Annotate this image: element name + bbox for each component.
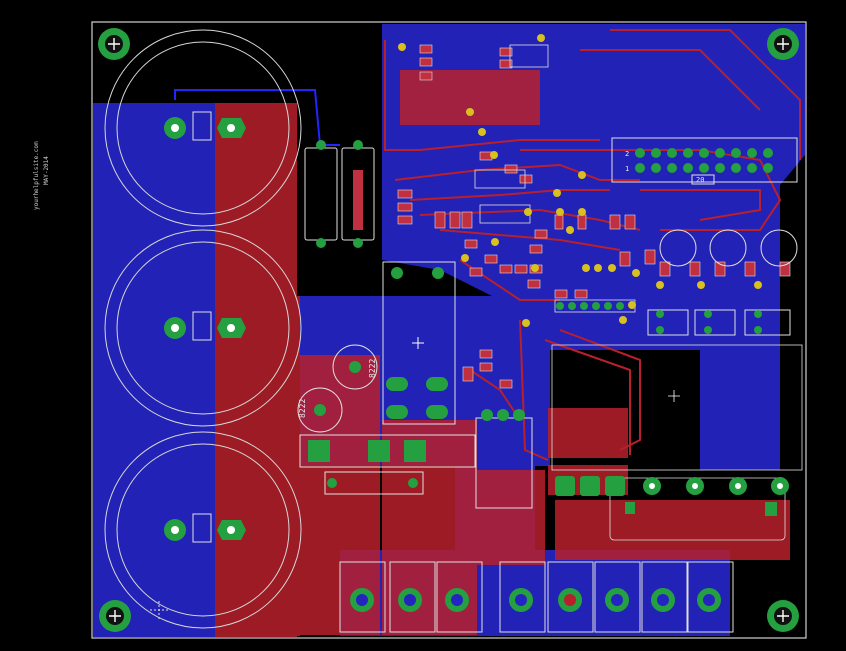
vias <box>398 34 762 327</box>
mounting-hole-bottom-right <box>767 600 799 632</box>
svg-text:yourhelpfulsite.com: yourhelpfulsite.com <box>33 141 40 210</box>
board-credit-text: yourhelpfulsite.com MAY-2014 <box>33 141 50 210</box>
bulk-capacitors <box>104 29 302 629</box>
svg-text:8222: 8222 <box>298 399 307 418</box>
svg-text:1: 1 <box>625 165 629 173</box>
svg-text:20: 20 <box>696 176 704 184</box>
board-outline <box>91 21 807 639</box>
terminal-blocks <box>339 561 734 633</box>
bulk-capacitor-pads <box>164 111 246 543</box>
svg-text:8222: 8222 <box>368 359 377 378</box>
mounting-holes <box>98 28 799 632</box>
mounting-hole-top-right <box>767 28 799 60</box>
origin-marker <box>150 601 168 619</box>
output-pads <box>555 476 789 516</box>
fuse-holders <box>304 140 375 248</box>
rectifier-block <box>475 409 533 509</box>
smd-components <box>397 44 791 389</box>
regulator-module <box>382 261 456 425</box>
svg-text:MAY-2014: MAY-2014 <box>43 156 50 185</box>
radial-capacitors: 8222 8222 <box>297 344 378 433</box>
mounting-hole-bottom-left <box>99 600 131 632</box>
ribbon-header: 2 1 20 <box>611 137 798 185</box>
svg-text:2: 2 <box>625 150 629 158</box>
transistor-cluster <box>556 229 798 336</box>
mid-connectors <box>299 434 476 495</box>
mounting-hole-top-left <box>98 28 130 60</box>
